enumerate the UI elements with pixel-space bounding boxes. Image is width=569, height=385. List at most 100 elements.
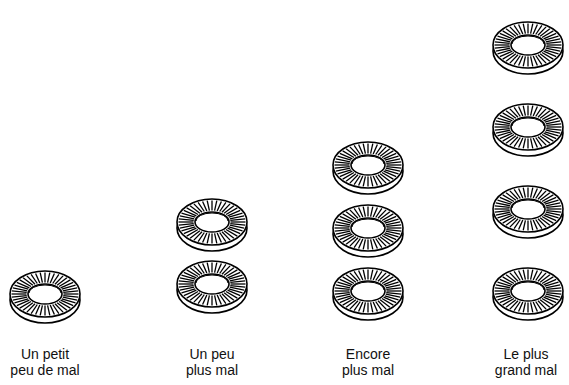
hole-inner-edge: [352, 156, 384, 164]
serration: [367, 270, 368, 280]
serration: [23, 278, 33, 286]
serration: [495, 42, 510, 44]
serrated-washer: [333, 268, 403, 320]
serration: [495, 206, 510, 208]
serration: [44, 273, 45, 283]
serration: [531, 270, 533, 280]
washer-face: [333, 268, 403, 314]
washer-face: [177, 261, 247, 307]
serration: [506, 111, 516, 119]
serrated-washer: [333, 205, 403, 257]
serration: [547, 290, 562, 291]
serration: [523, 24, 525, 34]
serrated-washer: [493, 268, 563, 320]
serrated-washer: [177, 261, 247, 313]
serration: [48, 305, 50, 315]
serration: [495, 47, 510, 49]
washer-face: [10, 271, 80, 317]
serration: [531, 138, 533, 148]
serration: [363, 144, 365, 154]
washer-face: [493, 22, 563, 68]
serration: [63, 291, 78, 293]
hole-inner-edge: [196, 275, 228, 283]
serration: [523, 138, 525, 148]
serration: [190, 206, 200, 214]
washer-hole: [511, 117, 545, 137]
serration: [55, 304, 63, 312]
serration: [533, 220, 537, 230]
serration: [527, 139, 528, 149]
hole-inner-edge: [512, 200, 544, 208]
serration: [533, 302, 537, 312]
serration: [13, 297, 27, 300]
serration: [194, 204, 202, 212]
serration: [63, 288, 77, 291]
serration: [211, 201, 212, 211]
serration: [527, 24, 528, 34]
serration: [207, 263, 209, 273]
serration: [546, 285, 560, 288]
serration: [230, 278, 244, 281]
serration: [371, 302, 373, 312]
serration: [179, 221, 194, 222]
serration: [519, 24, 523, 34]
serration: [336, 231, 350, 234]
serration: [546, 129, 561, 131]
serration: [547, 126, 562, 127]
hole-inner-edge: [512, 282, 544, 290]
serration: [40, 273, 42, 283]
serration: [527, 221, 528, 231]
serration: [230, 281, 245, 283]
washer-hole: [28, 284, 62, 304]
serration: [215, 201, 217, 211]
serrated-washer: [493, 186, 563, 238]
serration: [367, 240, 368, 250]
serration: [538, 301, 546, 309]
caption: Un peu plus mal: [181, 346, 243, 378]
serration: [335, 227, 350, 228]
serration: [207, 295, 209, 305]
serration: [506, 275, 516, 283]
washer-hole: [511, 35, 545, 55]
serration: [519, 106, 523, 116]
serration: [531, 188, 533, 198]
serration: [506, 29, 516, 37]
serration: [57, 303, 67, 311]
serration: [207, 201, 209, 211]
serration: [386, 285, 400, 288]
serration: [215, 233, 217, 243]
serration: [538, 219, 546, 227]
serration: [335, 164, 350, 165]
serration: [211, 296, 212, 306]
serration: [335, 290, 350, 291]
serration: [531, 106, 533, 116]
serration: [350, 273, 358, 281]
hole-inner-edge: [352, 282, 384, 290]
serration: [373, 302, 377, 312]
serration: [523, 270, 525, 280]
serration: [363, 302, 365, 312]
serration: [510, 27, 518, 35]
serration: [386, 162, 401, 164]
serration: [386, 288, 401, 290]
caption: Un petit peu de mal: [8, 346, 82, 378]
serration: [546, 121, 560, 124]
serration: [179, 224, 194, 226]
serration: [335, 162, 350, 164]
serration: [527, 303, 528, 313]
serration: [523, 56, 525, 66]
serrated-washer: [493, 104, 563, 156]
serration: [367, 177, 368, 187]
serration: [363, 270, 365, 280]
serration: [12, 293, 27, 294]
serration: [230, 219, 245, 221]
washer-hole: [511, 281, 545, 301]
serration: [378, 301, 386, 309]
serration: [540, 218, 550, 226]
serration: [523, 220, 525, 230]
serration: [519, 188, 523, 198]
serration: [495, 290, 510, 291]
serration: [495, 211, 510, 213]
washer-hole: [351, 281, 385, 301]
serration: [380, 300, 390, 308]
